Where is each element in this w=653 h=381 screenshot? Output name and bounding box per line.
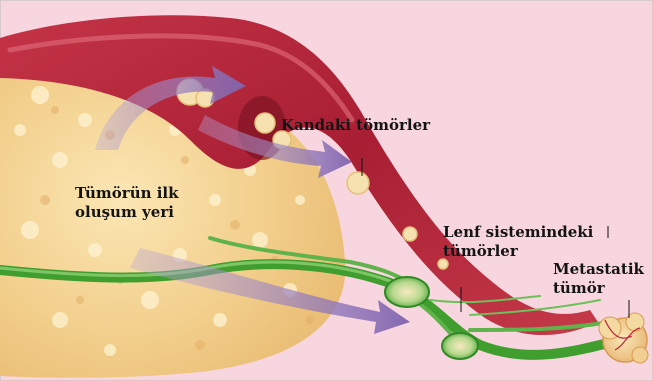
label-metastatic-line2: tümör	[553, 279, 644, 298]
label-lymph-tumors-line1: Lenf sistemindeki	[443, 223, 593, 242]
label-metastatic-line1: Metastatik	[553, 260, 644, 279]
label-primary-site: Tümörün ilk oluşum yeri	[75, 184, 179, 222]
label-metastatic-tumor: Metastatik tümör	[553, 260, 644, 298]
lymph-node	[442, 333, 478, 359]
label-primary-site-line2: oluşum yeri	[75, 203, 179, 222]
label-lymph-tumors: Lenf sistemindeki tümörler	[443, 223, 593, 261]
label-blood-tumors-text: Kandaki tömörler	[281, 116, 430, 135]
label-blood-tumors: Kandaki tömörler	[281, 116, 430, 135]
label-lymph-tumors-line2: tümörler	[443, 242, 593, 261]
lymph-node	[385, 277, 429, 307]
label-primary-site-line1: Tümörün ilk	[75, 184, 179, 203]
